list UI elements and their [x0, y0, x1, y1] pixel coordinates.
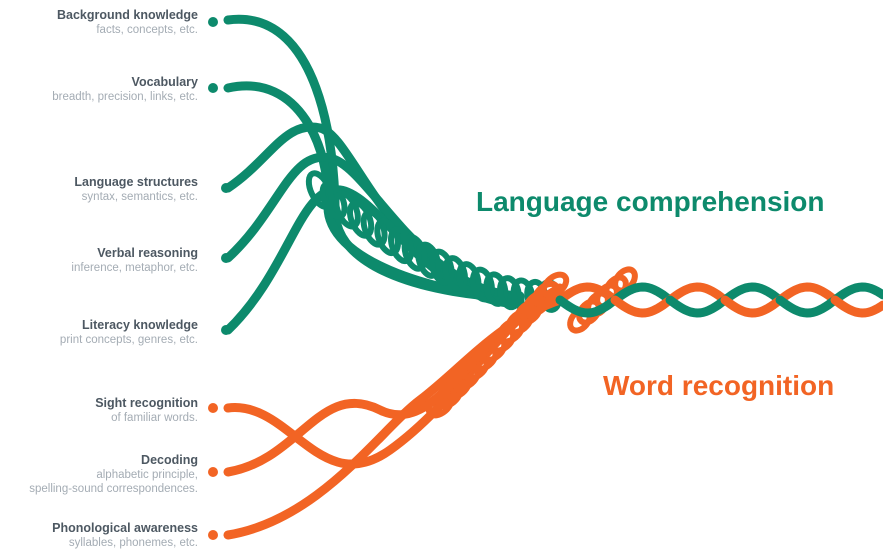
label-language-structures: Language structures syntax, semantics, e… [74, 175, 198, 204]
word-strand [223, 283, 565, 469]
label-title: Verbal reasoning [97, 246, 198, 260]
language-strand [223, 14, 525, 303]
heading-word-recognition: Word recognition [603, 370, 835, 401]
strand-dot-language [208, 17, 218, 27]
label-vocabulary: Vocabulary breadth, precision, links, et… [52, 75, 198, 104]
language-braid-coil [456, 261, 482, 298]
strand-dot-word [208, 403, 218, 413]
strand-dot-word [208, 530, 218, 540]
label-title: Language structures [74, 175, 198, 189]
label-subtitle: syntax, semantics, etc. [81, 191, 198, 203]
label-subtitle: facts, concepts, etc. [96, 24, 198, 36]
label-title: Background knowledge [57, 8, 198, 22]
label-subtitle: spelling-sound correspondences. [29, 483, 198, 495]
label-title: Phonological awareness [52, 521, 198, 535]
language-braid-coil [483, 271, 509, 307]
strand-dot-word [208, 467, 218, 477]
rope-twist-language [665, 295, 729, 318]
label-sight-recognition: Sight recognition of familiar words. [95, 396, 198, 425]
rope-twist-language [720, 282, 784, 305]
rope-twist-language [830, 282, 883, 305]
label-subtitle: of familiar words. [111, 412, 198, 424]
label-subtitle: syllables, phonemes, etc. [68, 537, 198, 549]
rope-twist-word [665, 282, 729, 305]
heading-language-comprehension: Language comprehension [476, 186, 825, 217]
rope-twist-language [775, 295, 839, 318]
label-subtitle: print concepts, genres, etc. [59, 334, 198, 346]
label-title: Sight recognition [95, 396, 198, 410]
label-subtitle: inference, metaphor, etc. [71, 262, 198, 274]
language-braid-coil [469, 266, 495, 303]
label-subtitle: alphabetic principle, [96, 469, 198, 481]
rope-twist-word [610, 295, 674, 318]
language-braid-coil [497, 275, 522, 311]
strand-dot-language [208, 83, 218, 93]
label-subtitle: breadth, precision, links, etc. [52, 91, 198, 103]
rope-twist-word [830, 295, 883, 318]
label-title: Vocabulary [131, 75, 198, 89]
label-decoding: Decoding alphabetic principle, spelling-… [29, 453, 198, 496]
label-title: Literacy knowledge [81, 318, 198, 332]
label-verbal-reasoning: Verbal reasoning inference, metaphor, et… [71, 246, 198, 275]
word-braid-coil [540, 271, 570, 299]
rope-twist-word [555, 282, 619, 305]
label-background-knowledge: Background knowledge facts, concepts, et… [57, 8, 198, 37]
rope-twist-word [775, 282, 839, 305]
label-literacy-knowledge: Literacy knowledge print concepts, genre… [60, 318, 198, 347]
label-phonological-awareness: Phonological awareness syllables, phonem… [52, 521, 198, 550]
label-title: Decoding [141, 453, 198, 467]
rope-twist-language [610, 282, 674, 305]
rope-twist-word [720, 295, 784, 318]
rope-twist-language [555, 295, 619, 318]
